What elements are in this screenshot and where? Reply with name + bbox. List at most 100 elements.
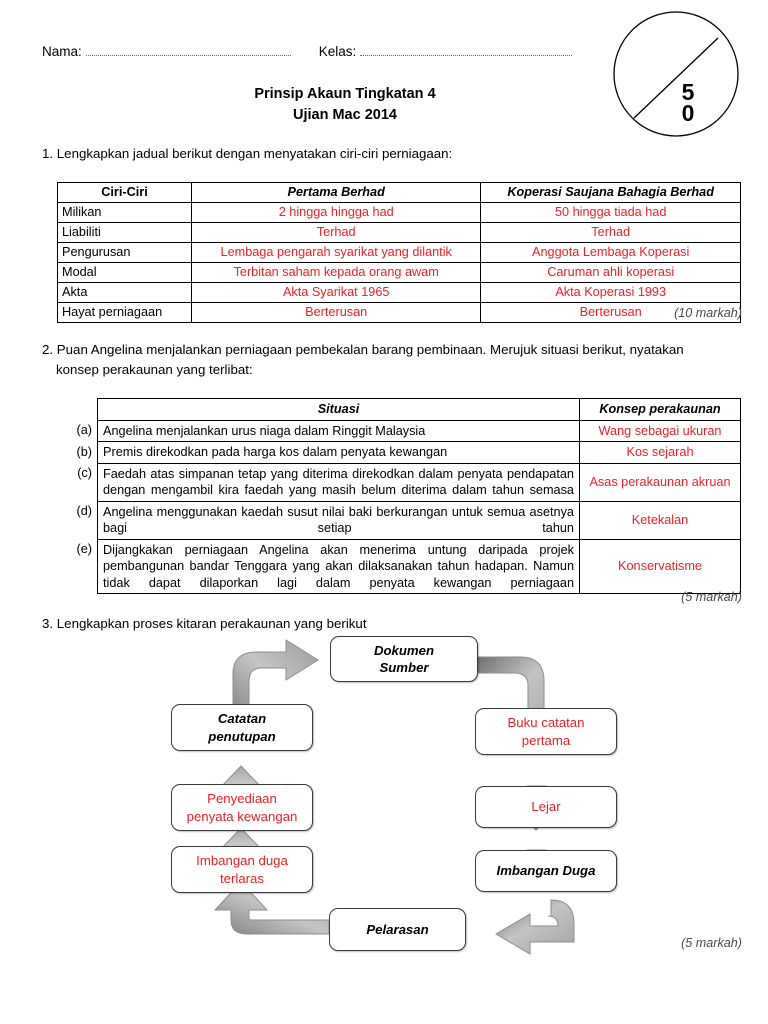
table-row: (d) Angelina menggunakan kaedah susut ni… — [57, 500, 741, 540]
marks-bottom-digit: 0 — [681, 100, 695, 127]
table-row: Hayat perniagaan Berterusan Berterusan — [57, 302, 741, 323]
cell-ciri: Pengurusan — [57, 242, 192, 263]
kelas-dotted-line[interactable] — [360, 45, 573, 56]
question-2-prompt-line-1: 2. Puan Angelina menjalankan perniagaan … — [42, 342, 684, 357]
row-label-d: (d) — [76, 504, 92, 518]
cell-answer-koperasi[interactable]: Caruman ahli koperasi — [480, 262, 741, 283]
table-konsep-perakaunan-wrapper: Situasi Konsep perakaunan (a) Angelina m… — [57, 398, 741, 594]
title-line-2: Ujian Mac 2014 — [293, 107, 397, 124]
node-dokumen-sumber: Dokumen Sumber — [330, 636, 478, 682]
question-2-prompt: 2. Puan Angelina menjalankan perniagaan … — [42, 340, 722, 380]
cell-answer-konsep[interactable]: Ketekalan — [579, 500, 741, 540]
node-terlaras-line-2: terlaras — [220, 870, 264, 886]
cell-answer-konsep[interactable]: Wang sebagai ukuran — [579, 419, 741, 442]
col-header-situasi: Situasi — [97, 398, 580, 421]
node-buku-line-2: pertama — [521, 732, 571, 748]
table-row: Milikan 2 hingga hingga had 50 hingga ti… — [57, 202, 741, 223]
cell-answer-pertama[interactable]: Lembaga pengarah syarikat yang dilantik — [190, 242, 482, 263]
table-row: (e) Dijangkakan perniagaan Angelina akan… — [57, 538, 741, 594]
cell-answer-koperasi[interactable]: 50 hingga tiada had — [480, 202, 741, 223]
cell-answer-koperasi[interactable]: Berterusan — [480, 302, 741, 323]
cell-ciri: Milikan — [57, 202, 192, 223]
title-line-1: Prinsip Akaun Tingkatan 4 — [254, 86, 436, 102]
node-lejar[interactable]: Lejar — [475, 786, 617, 828]
node-buku-catatan-pertama[interactable]: Buku catatan pertama — [475, 708, 617, 755]
nama-field[interactable]: Nama: — [42, 44, 291, 59]
row-label-a: (a) — [76, 423, 92, 437]
table-konsep-perakaunan: Situasi Konsep perakaunan (a) Angelina m… — [57, 398, 741, 594]
table-row: Pengurusan Lembaga pengarah syarikat yan… — [57, 242, 741, 263]
node-pelarasan-label: Pelarasan — [366, 921, 429, 937]
node-imbangan-duga-terlaras[interactable]: Imbangan duga terlaras — [171, 846, 313, 893]
accounting-cycle-diagram: Dokumen Sumber Buku catatan pertama Leja… — [0, 636, 768, 968]
total-marks-circle: 5 0 — [610, 8, 742, 140]
marks-top-digit: 5 — [681, 79, 695, 105]
cell-ciri: Akta — [57, 282, 192, 303]
cell-ciri: Liabiliti — [57, 222, 192, 243]
cell-situasi: Premis direkodkan pada harga kos dalam p… — [97, 441, 580, 464]
kelas-label: Kelas: — [318, 44, 357, 59]
cell-answer-pertama[interactable]: Terbitan saham kepada orang awam — [190, 262, 482, 283]
col-header-ciri-ciri: Ciri-Ciri — [57, 182, 192, 203]
page-title: Prinsip Akaun Tingkatan 4 Ujian Mac 2014 — [0, 84, 690, 126]
node-penyediaan-line-2: penyata kewangan — [186, 808, 298, 824]
node-imbangan-duga: Imbangan Duga — [475, 850, 617, 892]
node-catatan-line-2: penutupan — [208, 728, 276, 744]
table-row: (c) Faedah atas simpanan tetap yang dite… — [57, 462, 741, 502]
question-3-marks: (5 markah) — [681, 936, 742, 950]
cell-ciri: Hayat perniagaan — [57, 302, 192, 323]
table-row: Akta Akta Syarikat 1965 Akta Koperasi 19… — [57, 282, 741, 303]
table-row: Liabiliti Terhad Terhad — [57, 222, 741, 243]
cell-situasi: Dijangkakan perniagaan Angelina akan men… — [97, 538, 580, 594]
arrow-catatan-to-dokumen — [232, 639, 319, 724]
cell-answer-konsep[interactable]: Konservatisme — [579, 538, 741, 594]
table-ciri-ciri-perniagaan: Ciri-Ciri Pertama Berhad Koperasi Saujan… — [57, 182, 741, 323]
cell-answer-pertama[interactable]: Akta Syarikat 1965 — [190, 282, 482, 303]
nama-dotted-line[interactable] — [85, 45, 291, 56]
cell-situasi: Faedah atas simpanan tetap yang diterima… — [97, 462, 580, 502]
gutter-header — [57, 399, 98, 421]
cell-answer-pertama[interactable]: 2 hingga hingga had — [190, 202, 482, 223]
table-row: (a) Angelina menjalankan urus niaga dala… — [57, 419, 741, 442]
node-terlaras-line-1: Imbangan duga — [196, 853, 288, 869]
question-1-prompt: 1. Lengkapkan jadual berikut dengan meny… — [42, 146, 453, 161]
question-3-prompt: 3. Lengkapkan proses kitaran perakaunan … — [42, 616, 367, 631]
col-header-pertama-berhad: Pertama Berhad — [190, 182, 482, 203]
student-info-row: Nama: Kelas: — [42, 44, 582, 59]
cell-answer-koperasi[interactable]: Akta Koperasi 1993 — [480, 282, 741, 303]
row-label-c: (c) — [77, 466, 92, 480]
arrow-imbangan-duga-to-pelarasan — [495, 899, 575, 955]
node-dokumen-sumber-line-2: Sumber — [379, 660, 429, 675]
cell-situasi: Angelina menggunakan kaedah susut nilai … — [97, 500, 580, 540]
row-label-e: (e) — [76, 542, 92, 556]
node-pelarasan: Pelarasan — [329, 908, 466, 951]
table-header-row: Ciri-Ciri Pertama Berhad Koperasi Saujan… — [57, 182, 741, 203]
cell-ciri: Modal — [57, 262, 192, 283]
marks-circle-digits: 5 0 — [676, 79, 700, 127]
node-catatan-penutupan: Catatan penutupan — [171, 704, 313, 751]
question-2-prompt-line-2: konsep perakaunan yang terlibat: — [56, 361, 253, 377]
question-1-marks: (10 markah) — [674, 306, 742, 320]
col-header-koperasi: Koperasi Saujana Bahagia Berhad — [480, 182, 741, 203]
col-header-konsep: Konsep perakaunan — [579, 398, 741, 421]
node-dokumen-sumber-line-1: Dokumen — [373, 642, 435, 658]
cell-situasi: Angelina menjalankan urus niaga dalam Ri… — [97, 419, 580, 442]
node-penyediaan-penyata-kewangan[interactable]: Penyediaan penyata kewangan — [171, 784, 313, 831]
cell-answer-pertama[interactable]: Terhad — [190, 222, 482, 243]
table-row: Modal Terbitan saham kepada orang awam C… — [57, 262, 741, 283]
nama-label: Nama: — [42, 44, 82, 59]
cell-answer-konsep[interactable]: Kos sejarah — [579, 441, 741, 464]
cell-answer-koperasi[interactable]: Anggota Lembaga Koperasi — [480, 242, 741, 263]
cell-answer-konsep[interactable]: Asas perakaunan akruan — [579, 462, 741, 502]
question-2-marks: (5 markah) — [681, 590, 742, 604]
row-label-b: (b) — [76, 444, 92, 459]
kelas-field[interactable]: Kelas: — [319, 44, 573, 59]
node-lejar-label: Lejar — [531, 799, 561, 815]
cell-answer-pertama[interactable]: Berterusan — [190, 302, 482, 323]
node-buku-line-1: Buku catatan — [507, 715, 585, 731]
table-row: (b) Premis direkodkan pada harga kos dal… — [57, 441, 741, 464]
node-catatan-line-1: Catatan — [217, 711, 267, 727]
cell-answer-koperasi[interactable]: Terhad — [480, 222, 741, 243]
arrow-pelarasan-to-imbangan-terlaras — [213, 881, 330, 935]
